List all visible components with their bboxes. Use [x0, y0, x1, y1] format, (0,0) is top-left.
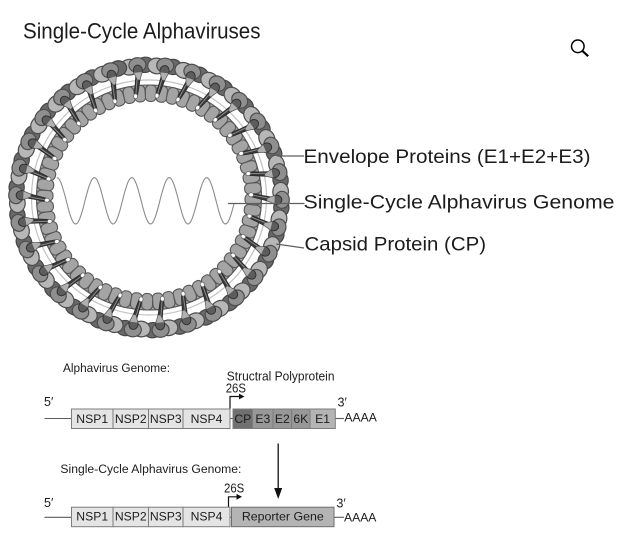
svg-text:NSP1: NSP1: [76, 412, 108, 426]
svg-text:NSP3: NSP3: [150, 510, 182, 524]
svg-text:5′: 5′: [44, 496, 54, 510]
svg-text:NSP2: NSP2: [115, 412, 147, 426]
svg-text:Reporter Gene: Reporter Gene: [242, 510, 324, 524]
svg-text:E1: E1: [315, 412, 330, 426]
svg-text:Capsid Protein (CP): Capsid Protein (CP): [305, 234, 487, 256]
svg-text:Envelope Proteins (E1+E2+E3): Envelope Proteins (E1+E2+E3): [304, 146, 591, 168]
svg-text:NSP4: NSP4: [191, 412, 223, 426]
svg-text:NSP2: NSP2: [115, 510, 147, 524]
svg-text:3′: 3′: [338, 396, 348, 410]
svg-text:Structral Polyprotein: Structral Polyprotein: [227, 369, 335, 383]
svg-text:NSP1: NSP1: [76, 510, 108, 524]
svg-text:AAAA: AAAA: [344, 511, 376, 525]
svg-text:AAAA: AAAA: [344, 410, 376, 424]
svg-text:E2: E2: [275, 412, 290, 426]
svg-text:6K: 6K: [293, 412, 308, 426]
svg-text:26S: 26S: [224, 482, 244, 496]
svg-text:Alphavirus Genome:: Alphavirus Genome:: [63, 361, 170, 375]
svg-text:E3: E3: [255, 412, 270, 426]
svg-text:CP: CP: [234, 412, 251, 426]
svg-text:NSP4: NSP4: [191, 510, 223, 524]
svg-text:NSP3: NSP3: [150, 412, 182, 426]
svg-text:26S: 26S: [226, 381, 246, 395]
svg-text:3′: 3′: [336, 496, 346, 510]
svg-text:Single-Cycle Alphavirus Genome: Single-Cycle Alphavirus Genome: [304, 192, 615, 214]
svg-text:Single-Cycle Alphaviruses: Single-Cycle Alphaviruses: [23, 19, 261, 44]
svg-text:Single-Cycle Alphavirus Genome: Single-Cycle Alphavirus Genome:: [60, 462, 241, 476]
svg-text:5′: 5′: [44, 395, 54, 409]
